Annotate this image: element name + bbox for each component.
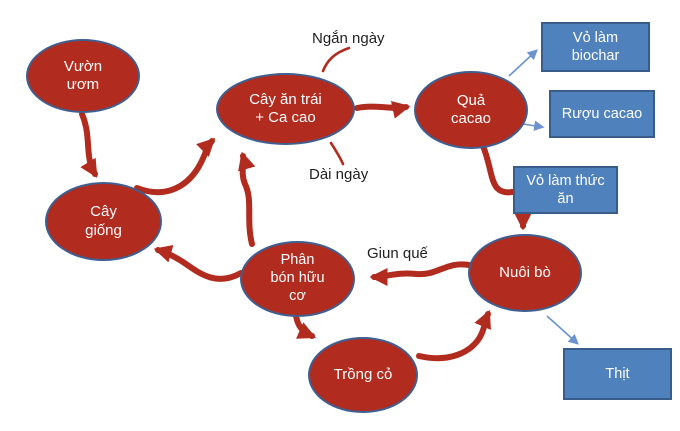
product-ruou-cacao: Rượu cacao (549, 90, 655, 138)
node-cay-giong: Cây giống (45, 182, 162, 261)
product-thit: Thịt (563, 348, 672, 400)
edge-nuoi-bo-to-phan-bon-giun-que (369, 261, 472, 286)
edge-cay-an-trai-to-qua-cacao (354, 101, 411, 119)
edge-qua-cacao-to-vo-lam-thuc-an (480, 143, 515, 196)
node-trong-co: Trồng cỏ (308, 337, 418, 413)
edge-phan-bon-to-cay-an-trai (238, 151, 256, 247)
edge-label-dai-ngay: Dài ngày (309, 166, 369, 183)
edge-phan-bon-to-trong-co (293, 313, 317, 339)
product-vo-lam-thuc-an: Vỏ làm thức ăn (513, 166, 618, 214)
edge-label-ngan-ngay: Ngắn ngày (312, 30, 385, 47)
edge-trong-co-to-nuoi-bo (416, 309, 491, 362)
node-nuoi-bo: Nuôi bò (468, 234, 582, 312)
edge-nuoi-bo-to-thit (546, 315, 579, 345)
node-vuon-uom: Vườn ươm (26, 39, 140, 113)
node-qua-cacao: Quả cacao (414, 71, 528, 149)
edge-label-connector-dai-ngay (329, 141, 345, 166)
edge-label-giun-que: Giun quế (367, 245, 428, 262)
edge-qua-cacao-to-biochar (508, 49, 538, 77)
edge-phan-bon-to-cay-giong (153, 245, 244, 282)
node-phan-bon-huu-co: Phân bón hữu cơ (240, 241, 355, 317)
edge-cay-giong-to-cay-an-trai (134, 137, 216, 196)
edge-vuon-uom-to-cay-giong (79, 111, 98, 178)
product-vo-lam-biochar: Vỏ làm biochar (541, 22, 650, 72)
node-cay-an-trai-cacao: Cây ăn trái + Ca cao (216, 73, 355, 145)
edge-qua-cacao-to-ruou-cacao (522, 120, 545, 131)
edge-label-connector-ngan-ngay (321, 46, 351, 73)
